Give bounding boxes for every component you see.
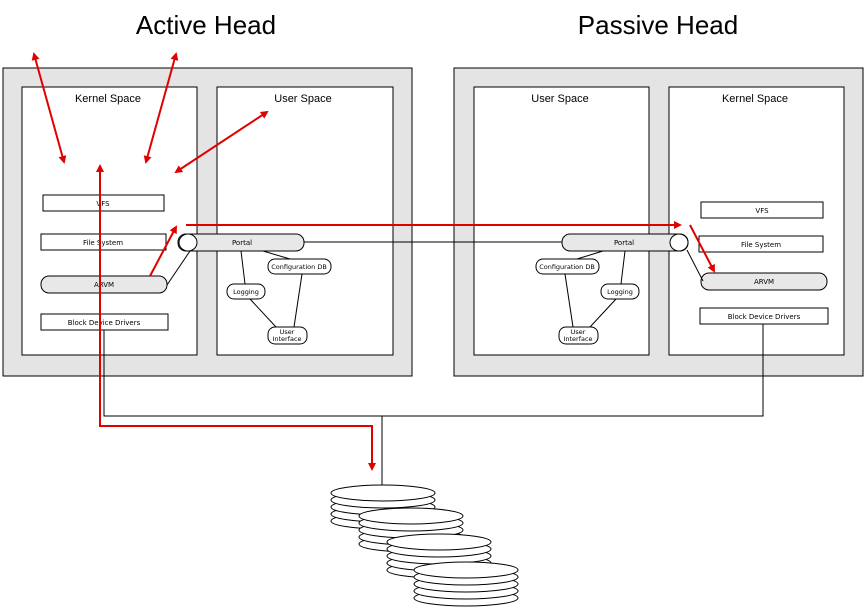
passive-user-space [473, 86, 650, 356]
disk-platter [386, 533, 492, 551]
passive-user-interface [558, 326, 599, 345]
active-user-interface-label-2: Interface [272, 335, 301, 343]
passive-vfs-box [700, 201, 824, 219]
red-arrow-passive-arvm [689, 224, 715, 273]
passive-portal-label: Portal [614, 239, 634, 247]
passive-file-system-label: File System [741, 241, 781, 249]
red-arrow-top-left [31, 52, 67, 164]
passive-wire-portal-arvm [686, 249, 704, 282]
passive-configuration-db [535, 258, 600, 275]
red-arrow-to-disks [96, 164, 376, 471]
active-logging-label: Logging [233, 288, 259, 296]
disk-platter [358, 507, 464, 525]
passive-head-title: Passive Head [578, 10, 738, 40]
disk-platter [413, 561, 519, 579]
active-block-device-drivers-label: Block Device Drivers [68, 319, 141, 327]
passive-wire-configdb-ui [564, 273, 574, 328]
passive-block-device-drivers-box [699, 307, 829, 325]
red-arrow-top-middle [143, 52, 179, 164]
passive-user-space-label: User Space [531, 93, 588, 105]
passive-user-interface-label-2: Interface [563, 335, 592, 343]
active-user-space-label: User Space [274, 93, 331, 105]
passive-portal-end [669, 233, 689, 252]
disk-stacks [330, 484, 519, 607]
passive-vfs-label: VFS [755, 207, 769, 215]
active-portal-label: Portal [232, 239, 252, 247]
passive-block-device-drivers-label: Block Device Drivers [728, 313, 801, 321]
passive-logging [600, 283, 640, 300]
active-portal-end [178, 233, 198, 252]
active-configuration-db-label: Configuration DB [271, 263, 327, 271]
active-kernel-space-label: Kernel Space [75, 93, 141, 105]
passive-arvm-label: ARVM [754, 278, 774, 286]
passive-wire-logging-ui [589, 298, 617, 328]
disk-platter [330, 484, 436, 502]
passive-kernel-space-label: Kernel Space [722, 93, 788, 105]
active-arvm-label: ARVM [94, 281, 114, 289]
passive-wire-portal-logging [620, 250, 626, 285]
passive-logging-label: Logging [607, 288, 633, 296]
active-head-title: Active Head [136, 10, 276, 40]
passive-user-interface-label-1: User [571, 328, 586, 336]
passive-configuration-db-label: Configuration DB [539, 263, 595, 271]
passive-arvm-pill [700, 272, 828, 291]
passive-wire-portal-configdb [576, 250, 604, 260]
active-file-system-label: File System [83, 239, 123, 247]
active-vfs-label: VFS [96, 200, 110, 208]
red-arrow-user-space [174, 110, 269, 174]
